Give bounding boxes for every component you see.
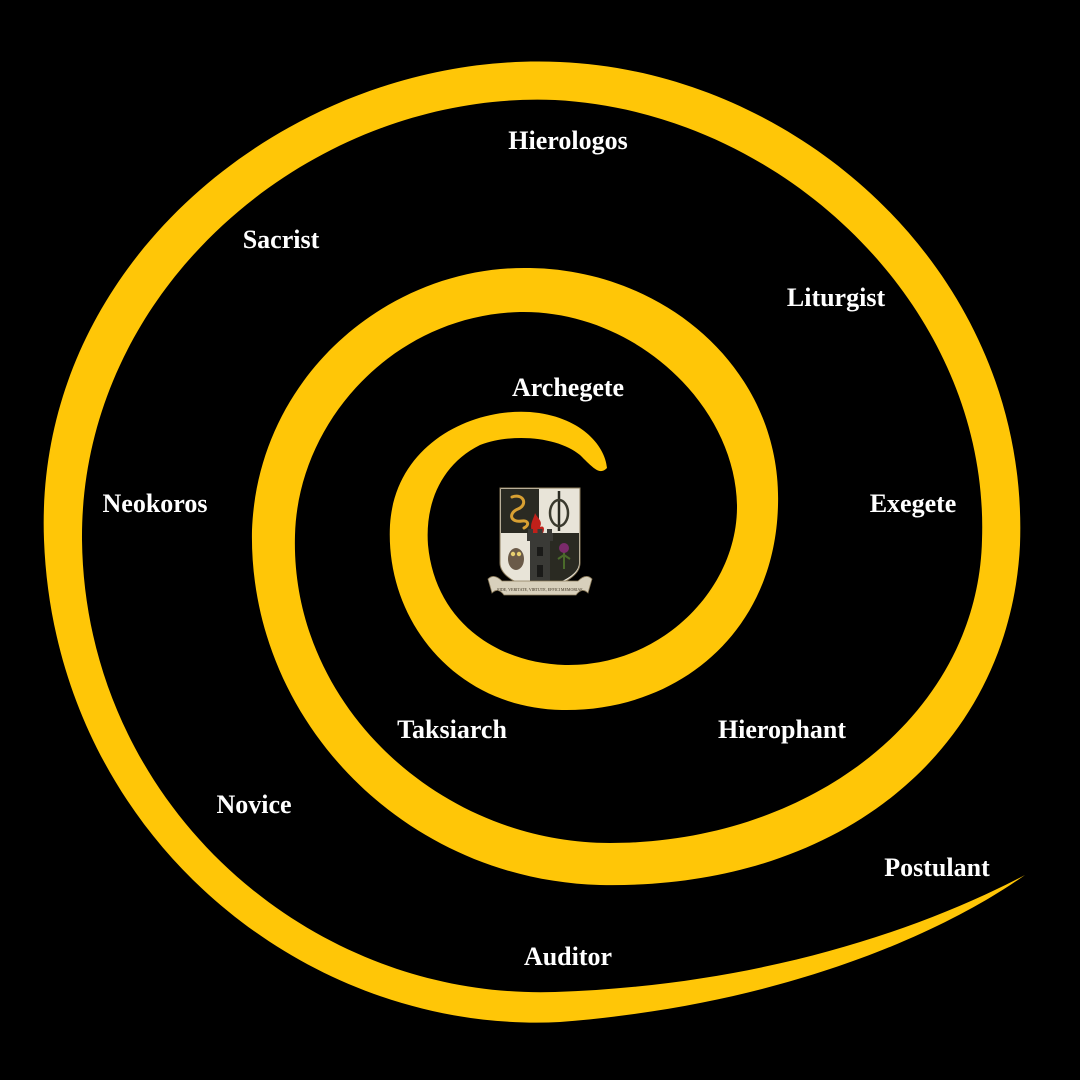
rank-label-neokoros: Neokoros bbox=[103, 489, 208, 518]
tower-icon bbox=[527, 529, 553, 583]
thistle-icon bbox=[557, 543, 571, 569]
rank-label-auditor: Auditor bbox=[524, 942, 612, 971]
motto-text: FIDE, VERITATE, VIRTUTE, EFFICI MEMORIAE bbox=[497, 587, 583, 593]
serpent-icon bbox=[510, 494, 530, 530]
rank-label-postulant: Postulant bbox=[884, 853, 990, 882]
rank-label-taksiarch: Taksiarch bbox=[397, 715, 507, 744]
rank-label-exegete: Exegete bbox=[870, 489, 957, 518]
motto-scroll bbox=[487, 576, 593, 596]
rank-label-liturgist: Liturgist bbox=[787, 283, 886, 312]
coat-of-arms-emblem: FIDE, VERITATE, VIRTUTE, EFFICI MEMORIAE bbox=[487, 487, 593, 596]
wreath-icon bbox=[548, 498, 570, 528]
spiral-band bbox=[43, 61, 1025, 1023]
owl-icon bbox=[508, 548, 524, 570]
rank-label-sacrist: Sacrist bbox=[243, 225, 320, 254]
rank-label-archegete: Archegete bbox=[512, 373, 624, 402]
flame-icon bbox=[531, 513, 544, 533]
rank-label-novice: Novice bbox=[216, 790, 291, 819]
rank-label-hierologos: Hierologos bbox=[508, 126, 627, 155]
rank-label-hierophant: Hierophant bbox=[718, 715, 846, 744]
